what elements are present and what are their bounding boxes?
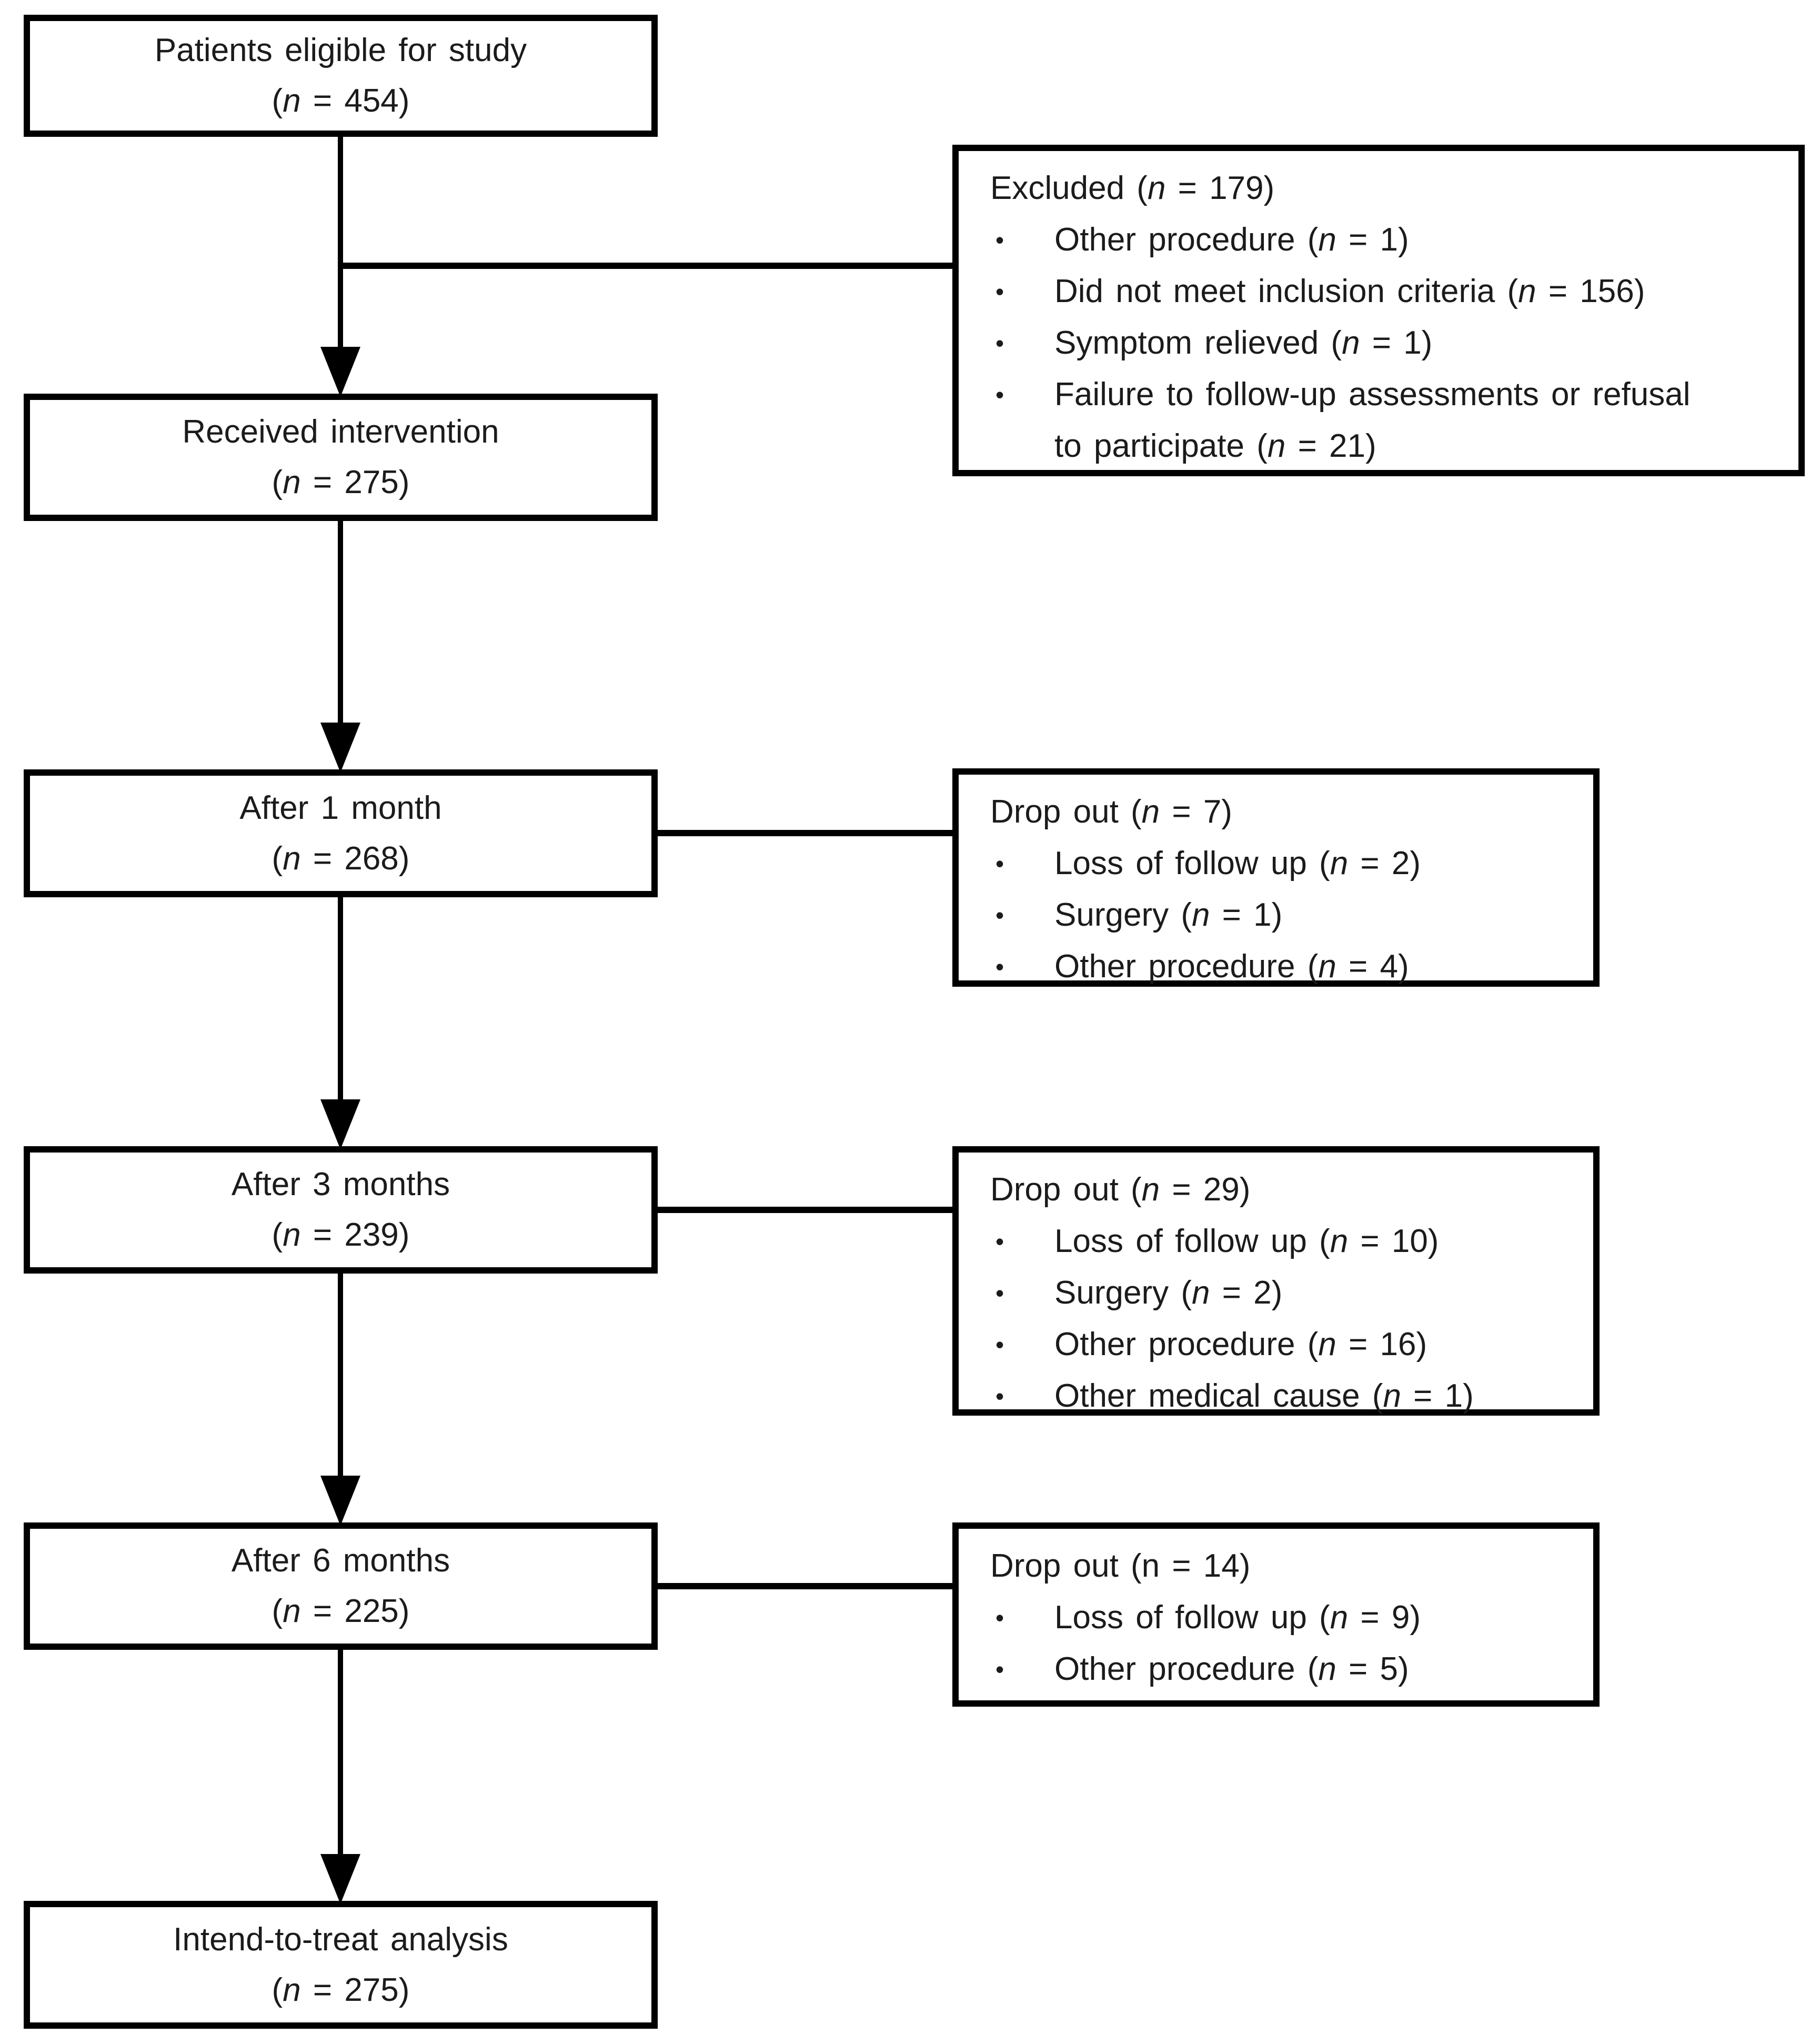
side-box-title: Drop out (n = 14) (990, 1548, 1251, 1584)
side-box-item-text: Other medical cause (n = 1) (1054, 1378, 1474, 1414)
bullet-icon: • (996, 1331, 1004, 1358)
flow-box-count: (n = 239) (272, 1217, 410, 1253)
side-box-items: • Loss of follow up (n = 10) • Surgery (… (990, 1216, 1578, 1422)
bullet-icon: • (996, 953, 1004, 980)
side-box-item-text: Did not meet inclusion criteria (n = 156… (1054, 273, 1645, 309)
flow-box-count: (n = 268) (272, 840, 410, 877)
flow-box-after-3-months: After 3 months (n = 239) (24, 1146, 658, 1274)
side-box-item-text: Surgery (n = 1) (1054, 897, 1283, 933)
side-box-item: • Other procedure (n = 5) (990, 1644, 1578, 1695)
arrowhead-itt (320, 1854, 360, 1904)
flow-box-count: (n = 225) (272, 1593, 410, 1629)
side-box-dropout-6-months: Drop out (n = 14) • Loss of follow up (n… (952, 1522, 1600, 1707)
bullet-icon: • (996, 1604, 1004, 1631)
side-box-item-text: Loss of follow up (n = 10) (1054, 1223, 1439, 1259)
side-box-item: • Other procedure (n = 16) (990, 1319, 1578, 1370)
arrowhead-3-months (320, 1099, 360, 1149)
side-box-item: • Other procedure (n = 1) (990, 214, 1784, 266)
flow-box-label: Intend-to-treat analysis (173, 1921, 508, 1958)
flow-box-label: After 6 months (231, 1542, 450, 1579)
flow-box-label: After 1 month (239, 789, 442, 826)
side-box-item: • Loss of follow up (n = 2) (990, 838, 1578, 889)
flow-box-label: After 3 months (231, 1166, 450, 1203)
side-box-items: • Loss of follow up (n = 9) • Other proc… (990, 1592, 1578, 1695)
side-box-item-text: Other procedure (n = 5) (1054, 1651, 1409, 1687)
arrowhead-1-month (320, 723, 360, 773)
side-box-item-text: Failure to follow-up assessments or refu… (1054, 376, 1691, 464)
side-box-item: • Failure to follow-up assessments or re… (990, 369, 1784, 472)
side-box-item: • Surgery (n = 2) (990, 1267, 1578, 1319)
side-box-item-text: Other procedure (n = 16) (1054, 1326, 1427, 1362)
bullet-icon: • (996, 1228, 1004, 1255)
arrowhead-6-months (320, 1476, 360, 1526)
side-box-title: Drop out (n = 7) (990, 794, 1232, 830)
flow-box-label: Patients eligible for study (154, 32, 527, 68)
bullet-icon: • (996, 329, 1004, 357)
bullet-icon: • (996, 1279, 1004, 1307)
bullet-icon: • (996, 901, 1004, 929)
side-box-item: • Loss of follow up (n = 9) (990, 1592, 1578, 1644)
side-box-excluded: Excluded (n = 179) • Other procedure (n … (952, 145, 1805, 476)
side-box-title: Excluded (n = 179) (990, 170, 1275, 206)
side-box-title: Drop out (n = 29) (990, 1171, 1251, 1208)
bullet-icon: • (996, 226, 1004, 254)
side-box-item-text: Loss of follow up (n = 9) (1054, 1599, 1421, 1636)
flow-box-after-6-months: After 6 months (n = 225) (24, 1522, 658, 1650)
flow-box-after-1-month: After 1 month (n = 268) (24, 769, 658, 897)
flow-box-count: (n = 275) (272, 1971, 410, 2008)
bullet-icon: • (996, 850, 1004, 877)
bullet-icon: • (996, 278, 1004, 305)
side-box-item: • Other medical cause (n = 1) (990, 1370, 1578, 1422)
side-box-item: • Other procedure (n = 4) (990, 941, 1578, 993)
arrowhead-intervention (320, 347, 360, 397)
side-box-item: • Loss of follow up (n = 10) (990, 1216, 1578, 1267)
flow-box-itt-analysis: Intend-to-treat analysis (n = 275) (24, 1901, 658, 2029)
side-box-item-text: Symptom relieved (n = 1) (1054, 325, 1433, 361)
side-box-item: • Did not meet inclusion criteria (n = 1… (990, 266, 1784, 317)
side-box-item-text: Loss of follow up (n = 2) (1054, 845, 1421, 881)
bullet-icon: • (996, 1656, 1004, 1683)
flow-box-label: Received intervention (182, 414, 499, 450)
side-box-item: • Surgery (n = 1) (990, 889, 1578, 941)
side-box-dropout-3-months: Drop out (n = 29) • Loss of follow up (n… (952, 1146, 1600, 1416)
side-box-item-text: Other procedure (n = 1) (1054, 222, 1409, 258)
side-box-item: • Symptom relieved (n = 1) (990, 317, 1784, 369)
side-box-item-text: Other procedure (n = 4) (1054, 948, 1409, 985)
flow-box-count: (n = 275) (272, 464, 410, 500)
bullet-icon: • (996, 1382, 1004, 1410)
bullet-icon: • (996, 381, 1004, 408)
flow-box-count: (n = 454) (272, 83, 410, 119)
side-box-dropout-1-month: Drop out (n = 7) • Loss of follow up (n … (952, 768, 1600, 987)
flow-box-received-intervention: Received intervention (n = 275) (24, 394, 658, 521)
side-box-items: • Other procedure (n = 1) • Did not meet… (990, 214, 1784, 472)
side-box-item-text: Surgery (n = 2) (1054, 1275, 1283, 1311)
flow-box-eligible: Patients eligible for study (n = 454) (24, 15, 658, 137)
side-box-items: • Loss of follow up (n = 2) • Surgery (n… (990, 838, 1578, 993)
